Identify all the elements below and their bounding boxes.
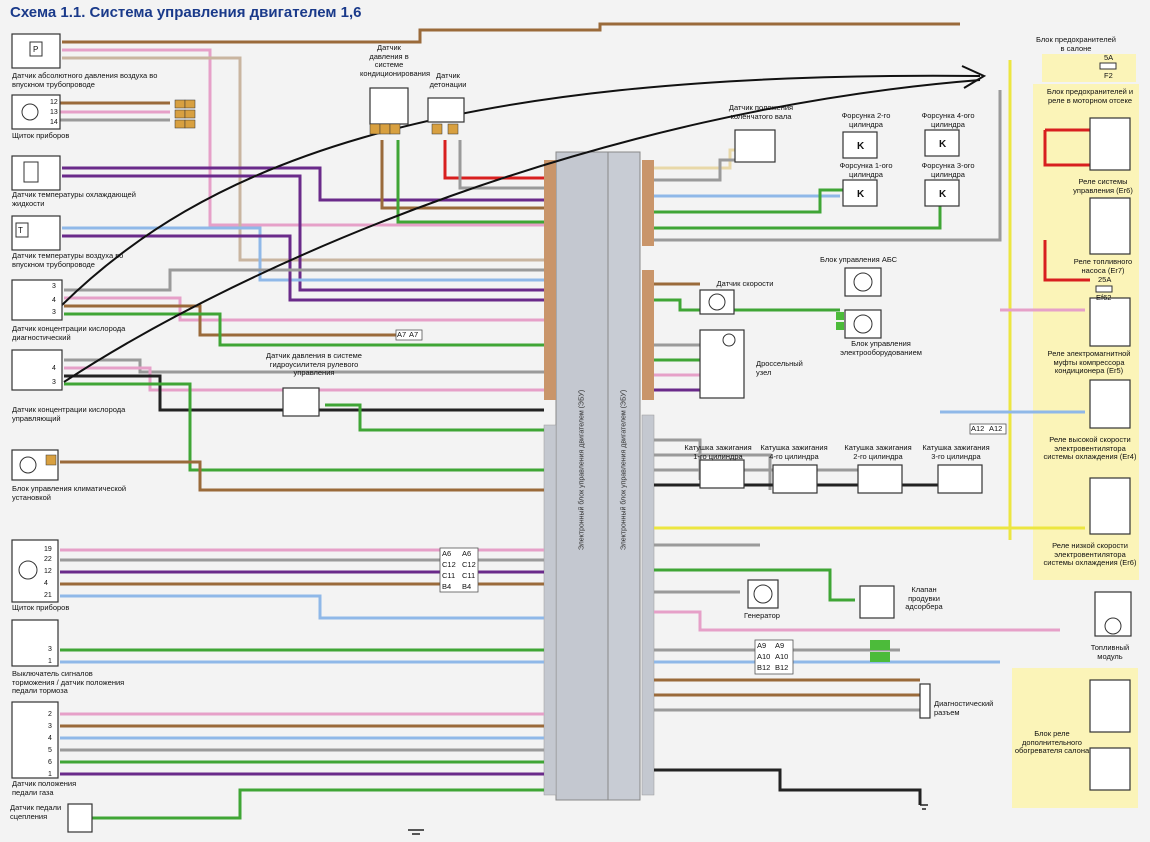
svg-text:3: 3 bbox=[52, 309, 56, 316]
fuse-ef62-name: Ef62 bbox=[1096, 293, 1112, 302]
label-coil-4: Катушка зажигания 4-го цилиндра bbox=[760, 443, 828, 461]
conn-a9: A9 bbox=[757, 641, 767, 650]
label-throttle-body: Дроссельный узел bbox=[756, 359, 803, 377]
svg-text:K: K bbox=[857, 141, 865, 152]
conn-c11: C11 bbox=[442, 571, 456, 580]
svg-text:1: 1 bbox=[48, 771, 52, 778]
label-vehicle-speed-sensor: Датчик скорости bbox=[716, 279, 774, 288]
label-dashboard-1: Щиток приборов bbox=[12, 131, 70, 140]
ecu-pins-left-top bbox=[544, 160, 556, 400]
label-crankshaft-sensor: Датчик положения коленчатого вала bbox=[728, 103, 794, 121]
label-ac-clutch-relay: Реле электромагнитной муфты компрессора … bbox=[1047, 349, 1131, 375]
conn-a9b: A9 bbox=[775, 641, 785, 650]
label-injector-2: Форсунка 2-го цилиндра bbox=[841, 111, 891, 129]
ecu-label-left: Электронный блок управления двигателем (… bbox=[578, 389, 586, 551]
conn-a7b: A7 bbox=[409, 330, 419, 339]
conn-c12b: C12 bbox=[462, 560, 476, 569]
conn-a12: A12 bbox=[971, 424, 985, 433]
label-coil-1: Катушка зажигания 1-го цилиндра bbox=[684, 443, 752, 461]
label-clutch-pedal-sensor: Датчик педали сцепления bbox=[10, 803, 62, 821]
svg-text:K: K bbox=[939, 139, 947, 150]
label-o2-diagnostic-sensor: Датчик концентрации кислорода диагностич… bbox=[12, 324, 126, 342]
svg-text:3: 3 bbox=[48, 723, 52, 730]
label-heater-relay-block: Блок реле дополнительного обогревателя с… bbox=[1014, 729, 1090, 755]
ecu-label-right: Электронный блок управления двигателем (… bbox=[620, 389, 628, 551]
ecu-pins-right-top bbox=[642, 160, 654, 246]
label-injector-4: Форсунка 4-ого цилиндра bbox=[921, 111, 975, 129]
label-injector-1: Форсунка 1-ого цилиндра bbox=[839, 161, 893, 179]
svg-text:12: 12 bbox=[44, 568, 52, 575]
label-fan-low-relay: Реле низкой скорости электровентилятора … bbox=[1043, 541, 1137, 567]
label-climate-control-unit: Блок управления климатической установкой bbox=[12, 484, 127, 502]
svg-text:5: 5 bbox=[48, 747, 52, 754]
svg-text:2: 2 bbox=[48, 711, 52, 718]
svg-text:14: 14 bbox=[50, 119, 58, 126]
label-diagnostic-connector: Диагностический разъем bbox=[934, 699, 994, 717]
page-title: Схема 1.1. Система управления двигателем… bbox=[10, 4, 362, 21]
label-coolant-temp-sensor: Датчик температуры охлаждающей жидкости bbox=[12, 190, 136, 208]
label-canister-purge-valve: Клапан продувки адсорбера bbox=[905, 585, 943, 611]
conn-a10: A10 bbox=[757, 652, 771, 661]
ecu-pins-left-bot bbox=[543, 424, 557, 796]
label-abs-unit: Блок управления АБС bbox=[820, 255, 898, 264]
ecu-pins-right-mid bbox=[642, 270, 654, 400]
label-cabin-fuse-box: Блок предохранителей в салоне bbox=[1036, 35, 1116, 53]
label-coil-2: Катушка зажигания 2-го цилиндра bbox=[844, 443, 912, 461]
svg-text:13: 13 bbox=[50, 109, 58, 116]
label-ac-pressure-sensor: Датчик давления в системе кондиционирова… bbox=[360, 43, 431, 78]
label-dashboard-2: Щиток приборов bbox=[12, 603, 70, 612]
label-injector-3: Форсунка 3-ого цилиндра bbox=[921, 161, 975, 179]
label-fuel-module: Топливный модуль bbox=[1090, 643, 1130, 661]
conn-a7: A7 bbox=[397, 330, 407, 339]
fuse-ef62-rating: 25A bbox=[1098, 275, 1112, 284]
fuse-f2-name: F2 bbox=[1104, 71, 1113, 80]
conn-b4: B4 bbox=[442, 582, 452, 591]
svg-text:3: 3 bbox=[52, 283, 56, 290]
conn-a12b: A12 bbox=[989, 424, 1003, 433]
svg-text:19: 19 bbox=[44, 546, 52, 553]
label-body-control-unit: Блок управления электрооборудованием bbox=[840, 339, 922, 357]
label-intake-air-temp-sensor: Датчик температуры воздуха во впускном т… bbox=[12, 251, 124, 269]
fuse-box-cabin-panel bbox=[1042, 54, 1136, 82]
label-brake-switch: Выключатель сигналов торможения / датчик… bbox=[12, 669, 125, 695]
ecu-pins-right-bot bbox=[641, 414, 655, 796]
svg-text:4: 4 bbox=[52, 297, 56, 304]
svg-text:4: 4 bbox=[52, 365, 56, 372]
label-knock-sensor: Датчик детонации bbox=[429, 71, 467, 89]
svg-text:3: 3 bbox=[52, 379, 56, 386]
svg-text:P: P bbox=[33, 45, 38, 54]
conn-a6: A6 bbox=[442, 549, 452, 558]
conn-a6b: A6 bbox=[462, 549, 472, 558]
conn-b4b: B4 bbox=[462, 582, 472, 591]
ecu-right-block bbox=[607, 151, 641, 801]
svg-text:3: 3 bbox=[48, 646, 52, 653]
svg-text:12: 12 bbox=[50, 99, 58, 106]
conn-c11b: C11 bbox=[462, 571, 476, 580]
svg-text:21: 21 bbox=[44, 592, 52, 599]
svg-text:4: 4 bbox=[48, 735, 52, 742]
label-fuel-pump-relay: Реле топливного насоса (Er7) bbox=[1073, 257, 1133, 275]
svg-text:6: 6 bbox=[48, 759, 52, 766]
conn-a10b: A10 bbox=[775, 652, 789, 661]
label-map-sensor: Датчик абсолютного давления воздуха во в… bbox=[12, 71, 158, 89]
label-control-relay: Реле системы управления (Er6) bbox=[1073, 177, 1133, 195]
label-alternator: Генератор bbox=[744, 611, 780, 620]
svg-text:T: T bbox=[18, 226, 23, 235]
label-accelerator-pedal-sensor: Датчик положения педали газа bbox=[12, 779, 77, 797]
conn-b12b: B12 bbox=[775, 663, 789, 672]
label-coil-3: Катушка зажигания 3-го цилиндра bbox=[922, 443, 990, 461]
svg-text:22: 22 bbox=[44, 556, 52, 563]
label-fan-high-relay: Реле высокой скорости электровентилятора… bbox=[1043, 435, 1137, 461]
label-engine-fuse-relay-box: Блок предохранителей и реле в моторном о… bbox=[1046, 87, 1134, 105]
fuse-f2-rating: 5A bbox=[1104, 53, 1114, 62]
svg-text:4: 4 bbox=[44, 580, 48, 587]
svg-text:K: K bbox=[939, 189, 947, 200]
label-o2-control-sensor: Датчик концентрации кислорода управляющи… bbox=[12, 405, 126, 423]
svg-text:K: K bbox=[857, 189, 865, 200]
conn-c12: C12 bbox=[442, 560, 456, 569]
label-power-steering-pressure-sensor: Датчик давления в системе гидроусилителя… bbox=[266, 351, 362, 377]
conn-b12: B12 bbox=[757, 663, 771, 672]
svg-text:1: 1 bbox=[48, 658, 52, 665]
